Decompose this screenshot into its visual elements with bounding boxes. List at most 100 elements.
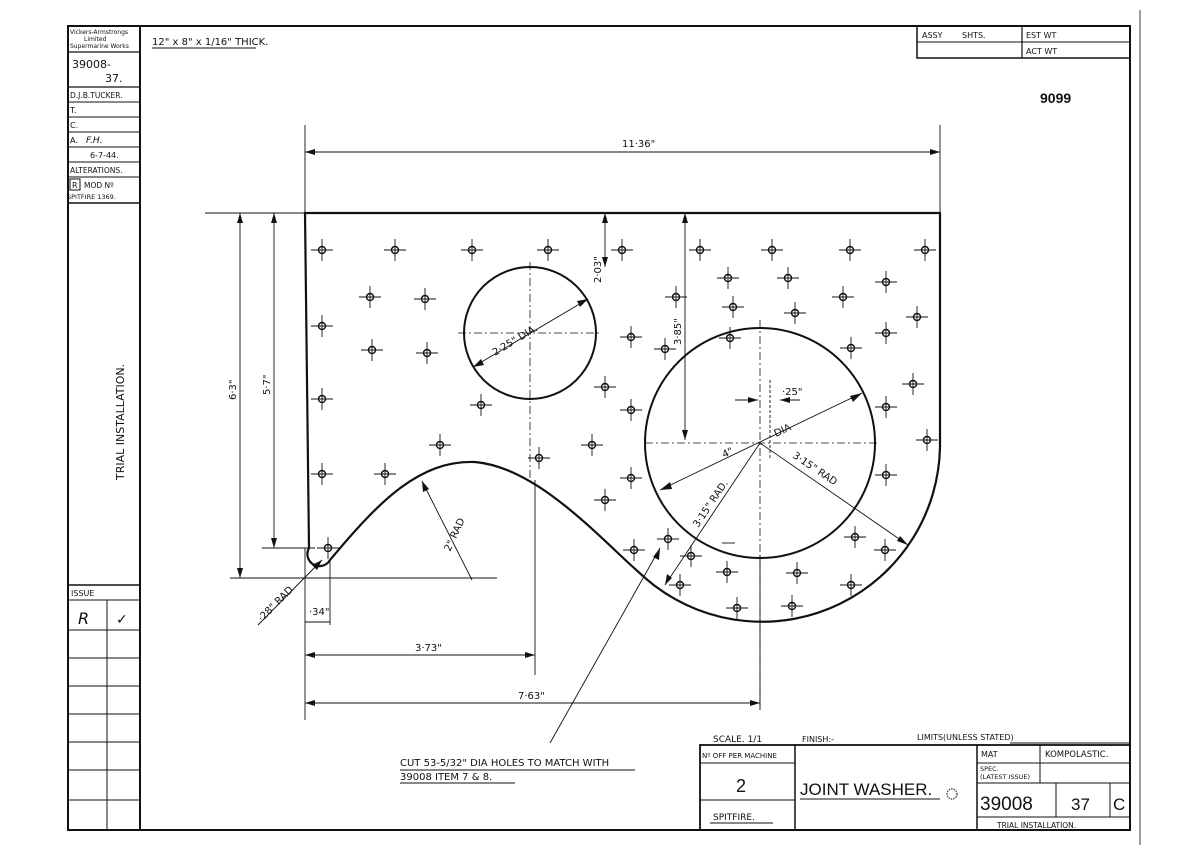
dim-dist-a: 3·73" <box>415 643 442 654</box>
tb-part-name: JOINT WASHER. <box>800 780 932 799</box>
hole-marker <box>839 239 861 261</box>
hole-marker <box>726 597 748 619</box>
hole-marker <box>906 306 928 328</box>
dim-large-hole-offset: 3·85" <box>673 318 684 345</box>
tb-spec-label1: SPEC. <box>980 765 999 773</box>
note-line2: 39008 ITEM 7 & 8. <box>400 772 492 783</box>
hole-marker <box>620 326 642 348</box>
hole-marker <box>654 338 676 360</box>
tb-no-off-value: 2 <box>736 776 746 796</box>
hole-marker <box>840 574 862 596</box>
dim-small-hole-dia: 2·25" DIA. <box>491 323 540 358</box>
alterations-label: ALTERATIONS. <box>70 166 123 175</box>
tb-issue: C <box>1113 795 1125 814</box>
hole-marker <box>657 528 679 550</box>
hole-marker <box>875 464 897 486</box>
dim-center-dia: DIA <box>773 422 794 439</box>
hole-marker <box>784 302 806 324</box>
act-wt-label: ACT WT <box>1026 47 1057 56</box>
hole-marker <box>875 396 897 418</box>
hole-marker <box>361 339 383 361</box>
hole-marker <box>669 574 691 596</box>
material-note: 12" x 8" x 1/16" THICK. <box>152 37 268 48</box>
approved-label: A. <box>70 136 78 145</box>
approved-initials: F.H. <box>86 136 103 146</box>
tb-spec-label2: (LATEST ISSUE) <box>980 773 1030 781</box>
hole-marker <box>719 327 741 349</box>
hole-marker <box>680 545 702 567</box>
alteration-letter: R <box>72 181 78 190</box>
hole-marker <box>374 463 396 485</box>
hole-marker <box>874 539 896 561</box>
company-line1: Vickers-Armstrongs <box>70 29 128 36</box>
hole-marker <box>429 434 451 456</box>
shts-label: SHTS. <box>962 31 986 40</box>
tb-drawing-no: 39008 <box>980 794 1033 815</box>
dim-large-hole-dia: 4" <box>721 446 736 461</box>
dim-radius-a: 3·15" RAD. <box>691 478 730 529</box>
hole-marker <box>461 239 483 261</box>
hole-marker <box>414 288 436 310</box>
hole-marker <box>761 239 783 261</box>
tb-sheet: 37 <box>1071 795 1090 814</box>
hole-marker <box>786 562 808 584</box>
dim-corner-rad: ·28" RAD <box>256 584 296 624</box>
hole-marker <box>844 526 866 548</box>
left-drawing-no: 39008- <box>72 58 111 71</box>
note-line1: CUT 53-5/32" DIA HOLES TO MATCH WITH <box>400 758 609 769</box>
dim-curve-rad: 2" RAD <box>443 516 468 553</box>
hole-marker <box>416 342 438 364</box>
dim-dist-b: 7·63" <box>518 691 545 702</box>
tb-subtitle: TRIAL INSTALLATION. <box>996 821 1076 830</box>
hole-marker <box>359 286 381 308</box>
issue-initial: ✓ <box>116 612 128 628</box>
tb-material: KOMPOLASTIC. <box>1045 750 1108 760</box>
drawing-number-stamp: 9099 <box>1040 90 1071 106</box>
dim-overall-width: 11·36" <box>622 139 655 150</box>
company-line3: Supermarine Works <box>70 43 129 50</box>
tb-finish: FINISH:- <box>802 735 834 744</box>
hole-marker <box>914 239 936 261</box>
mod-ref: SPITFIRE 1369. <box>67 193 116 201</box>
hole-marker <box>620 467 642 489</box>
centre-lines <box>458 262 878 705</box>
dim-height-2: 5·7" <box>262 374 273 395</box>
dim-center-hole: ·25" <box>782 387 803 398</box>
tb-limits: LIMITS(UNLESS STATED) <box>917 733 1014 742</box>
hole-marker <box>902 373 924 395</box>
hole-marker <box>470 394 492 416</box>
hole-marker <box>311 315 333 337</box>
hole-marker <box>875 271 897 293</box>
company-line2: Limited <box>84 36 107 43</box>
hole-marker <box>689 239 711 261</box>
dim-height-1: 6·3" <box>228 379 239 400</box>
tb-aircraft: SPITFIRE. <box>713 813 755 823</box>
hole-marker <box>311 463 333 485</box>
hole-marker <box>832 286 854 308</box>
dim-small-hole-offset: 2·03" <box>593 256 604 283</box>
hole-marker <box>781 595 803 617</box>
hole-marker <box>716 561 738 583</box>
hole-marker <box>528 447 550 469</box>
hole-marker <box>311 388 333 410</box>
hole-marker <box>840 337 862 359</box>
drawn-by: D.J.B.TUCKER. <box>70 91 123 100</box>
left-sheet-no: 37. <box>105 72 123 85</box>
hole-marker <box>875 322 897 344</box>
dim-small-offset: ·34" <box>309 607 330 618</box>
hole-markers <box>311 239 938 619</box>
joint-washer-outline <box>303 211 942 623</box>
hole-marker <box>384 239 406 261</box>
hole-marker <box>594 376 616 398</box>
hole-marker <box>581 434 603 456</box>
hole-marker <box>317 537 339 559</box>
tb-no-off-label: Nº OFF PER MACHINE <box>702 752 777 760</box>
hole-marker <box>537 239 559 261</box>
left-column: Vickers-Armstrongs Limited Supermarine W… <box>67 29 140 830</box>
hole-marker <box>777 267 799 289</box>
traced-label: T. <box>69 106 76 115</box>
header-table: ASSY SHTS. EST WT ACT WT <box>916 25 1131 59</box>
dimension-lines <box>205 125 941 784</box>
tb-mat-label: MAT <box>981 750 998 759</box>
